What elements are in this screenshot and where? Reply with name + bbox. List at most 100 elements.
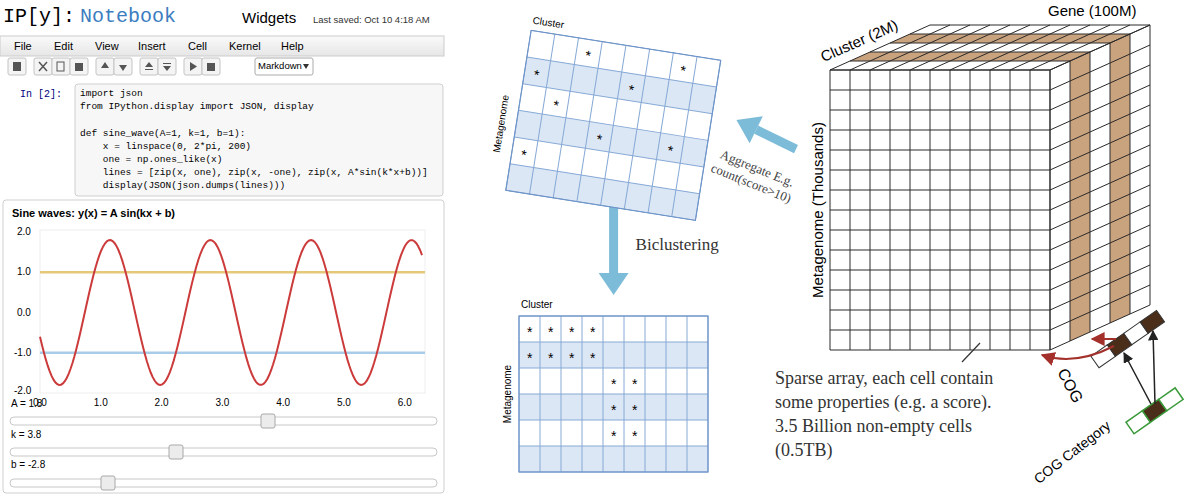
leader-line [962,343,980,362]
matrix-row [519,342,708,368]
menu-item: View [95,40,119,53]
star-mark: * [632,402,637,419]
slider-label: k = 3.8 [11,429,41,441]
star-mark: * [527,324,532,341]
grid-line [518,110,708,140]
slider-label: A = 1.8 [11,398,42,410]
grid-line [830,270,1050,271]
grid-line [830,190,1050,191]
sliders [10,479,437,487]
toolbar-icons [163,63,171,71]
grid-line [910,25,1010,70]
grid-line [1050,185,1150,230]
matrix-row [519,394,708,420]
matrix-border [506,30,721,220]
axis-label: Cluster [532,15,565,32]
grid-line [1050,145,1150,190]
grid-line [1050,265,1150,310]
axis-tick: 1.0 [17,266,31,278]
grid-line [830,310,1050,311]
sine-curve [40,240,422,385]
sliders [10,448,437,456]
toolbar-icons [13,62,21,71]
grid-line [830,70,1050,71]
matrix-row [519,316,708,342]
grid-line [1010,25,1110,70]
cog-category-strip [1159,388,1183,411]
cog-red-arrows [1042,346,1114,359]
toolbar-buttons [184,58,202,75]
cog-red-arrows [1042,339,1116,359]
toolbar-icons [75,63,83,71]
grid-line [519,446,708,447]
star-mark: * [548,350,553,367]
app-title: IP[y]: [3,5,75,29]
toolbar-icons [145,62,153,70]
menu-item: Insert [138,40,166,53]
notebook-name: Widgets [242,9,296,27]
grid-line [1050,205,1150,250]
axis-tick: 2.0 [17,226,31,238]
toolbar-icons [57,62,64,71]
toolbar-buttons [70,58,88,75]
cog-strip [1140,310,1164,333]
matrix-grid [505,29,722,221]
axis-tick: 3.0 [215,397,229,409]
arrow-head [599,273,629,295]
toolbar-icons [119,65,127,71]
grid-line [1050,25,1150,70]
grid-line [830,90,1050,91]
star-mark: * [569,324,574,341]
sliders [10,417,437,425]
grid-line [890,43,1110,44]
edge-label: Biclustering [636,235,719,255]
arrow-shaft [756,130,796,149]
grid-line [1050,45,1150,90]
widget-panel [3,200,444,493]
menu-item: Cell [188,40,207,53]
toolbar-icons [13,62,215,71]
code-cell [75,84,443,196]
star-mark: * [632,428,637,445]
grid-line [830,130,1050,131]
star-mark: * [590,350,595,367]
biclustered-matrix: ClusterMetagenome************** [497,298,717,476]
grid-line [1030,25,1130,70]
cog-red-arrows [1092,338,1116,340]
toolbar-buttons [52,58,70,75]
toolbar-icons [101,62,109,68]
menu-item: Kernel [229,40,261,53]
grid-line [1050,305,1150,350]
grid-line [519,420,708,421]
grid-line [1050,25,1150,70]
axis-label: Metagenome [502,365,514,423]
grid-line [850,61,1070,62]
grid-line [830,350,1050,351]
slider-label: b = -2.8 [11,459,45,471]
matrix-row [519,368,708,394]
save-status: Last saved: Oct 10 4:18 AM [313,14,430,25]
star-mark: * [590,324,595,341]
cog-black-arrows [1153,331,1155,404]
grid-line [1050,245,1150,290]
flow-arrow [736,116,796,149]
axis-label: Metagenome [491,94,512,154]
menu-item: File [14,40,32,53]
grid-line [523,84,713,114]
sliders [10,414,437,490]
grid-line [970,25,1070,70]
grid-line [1050,165,1150,210]
grid-line [890,25,990,70]
input-prompt: In [2]: [20,89,62,101]
grid-line [1050,65,1150,110]
cube-front [830,70,1050,350]
part-label: COG [1053,364,1087,405]
grid-line [930,25,1030,70]
menu-item: Help [281,40,304,53]
toolbar-buttons [114,58,132,75]
menu-bar [0,36,444,56]
axis-label: Cluster [521,299,553,311]
part-label: COG Category [1030,417,1113,487]
toolbar-buttons [96,58,114,75]
